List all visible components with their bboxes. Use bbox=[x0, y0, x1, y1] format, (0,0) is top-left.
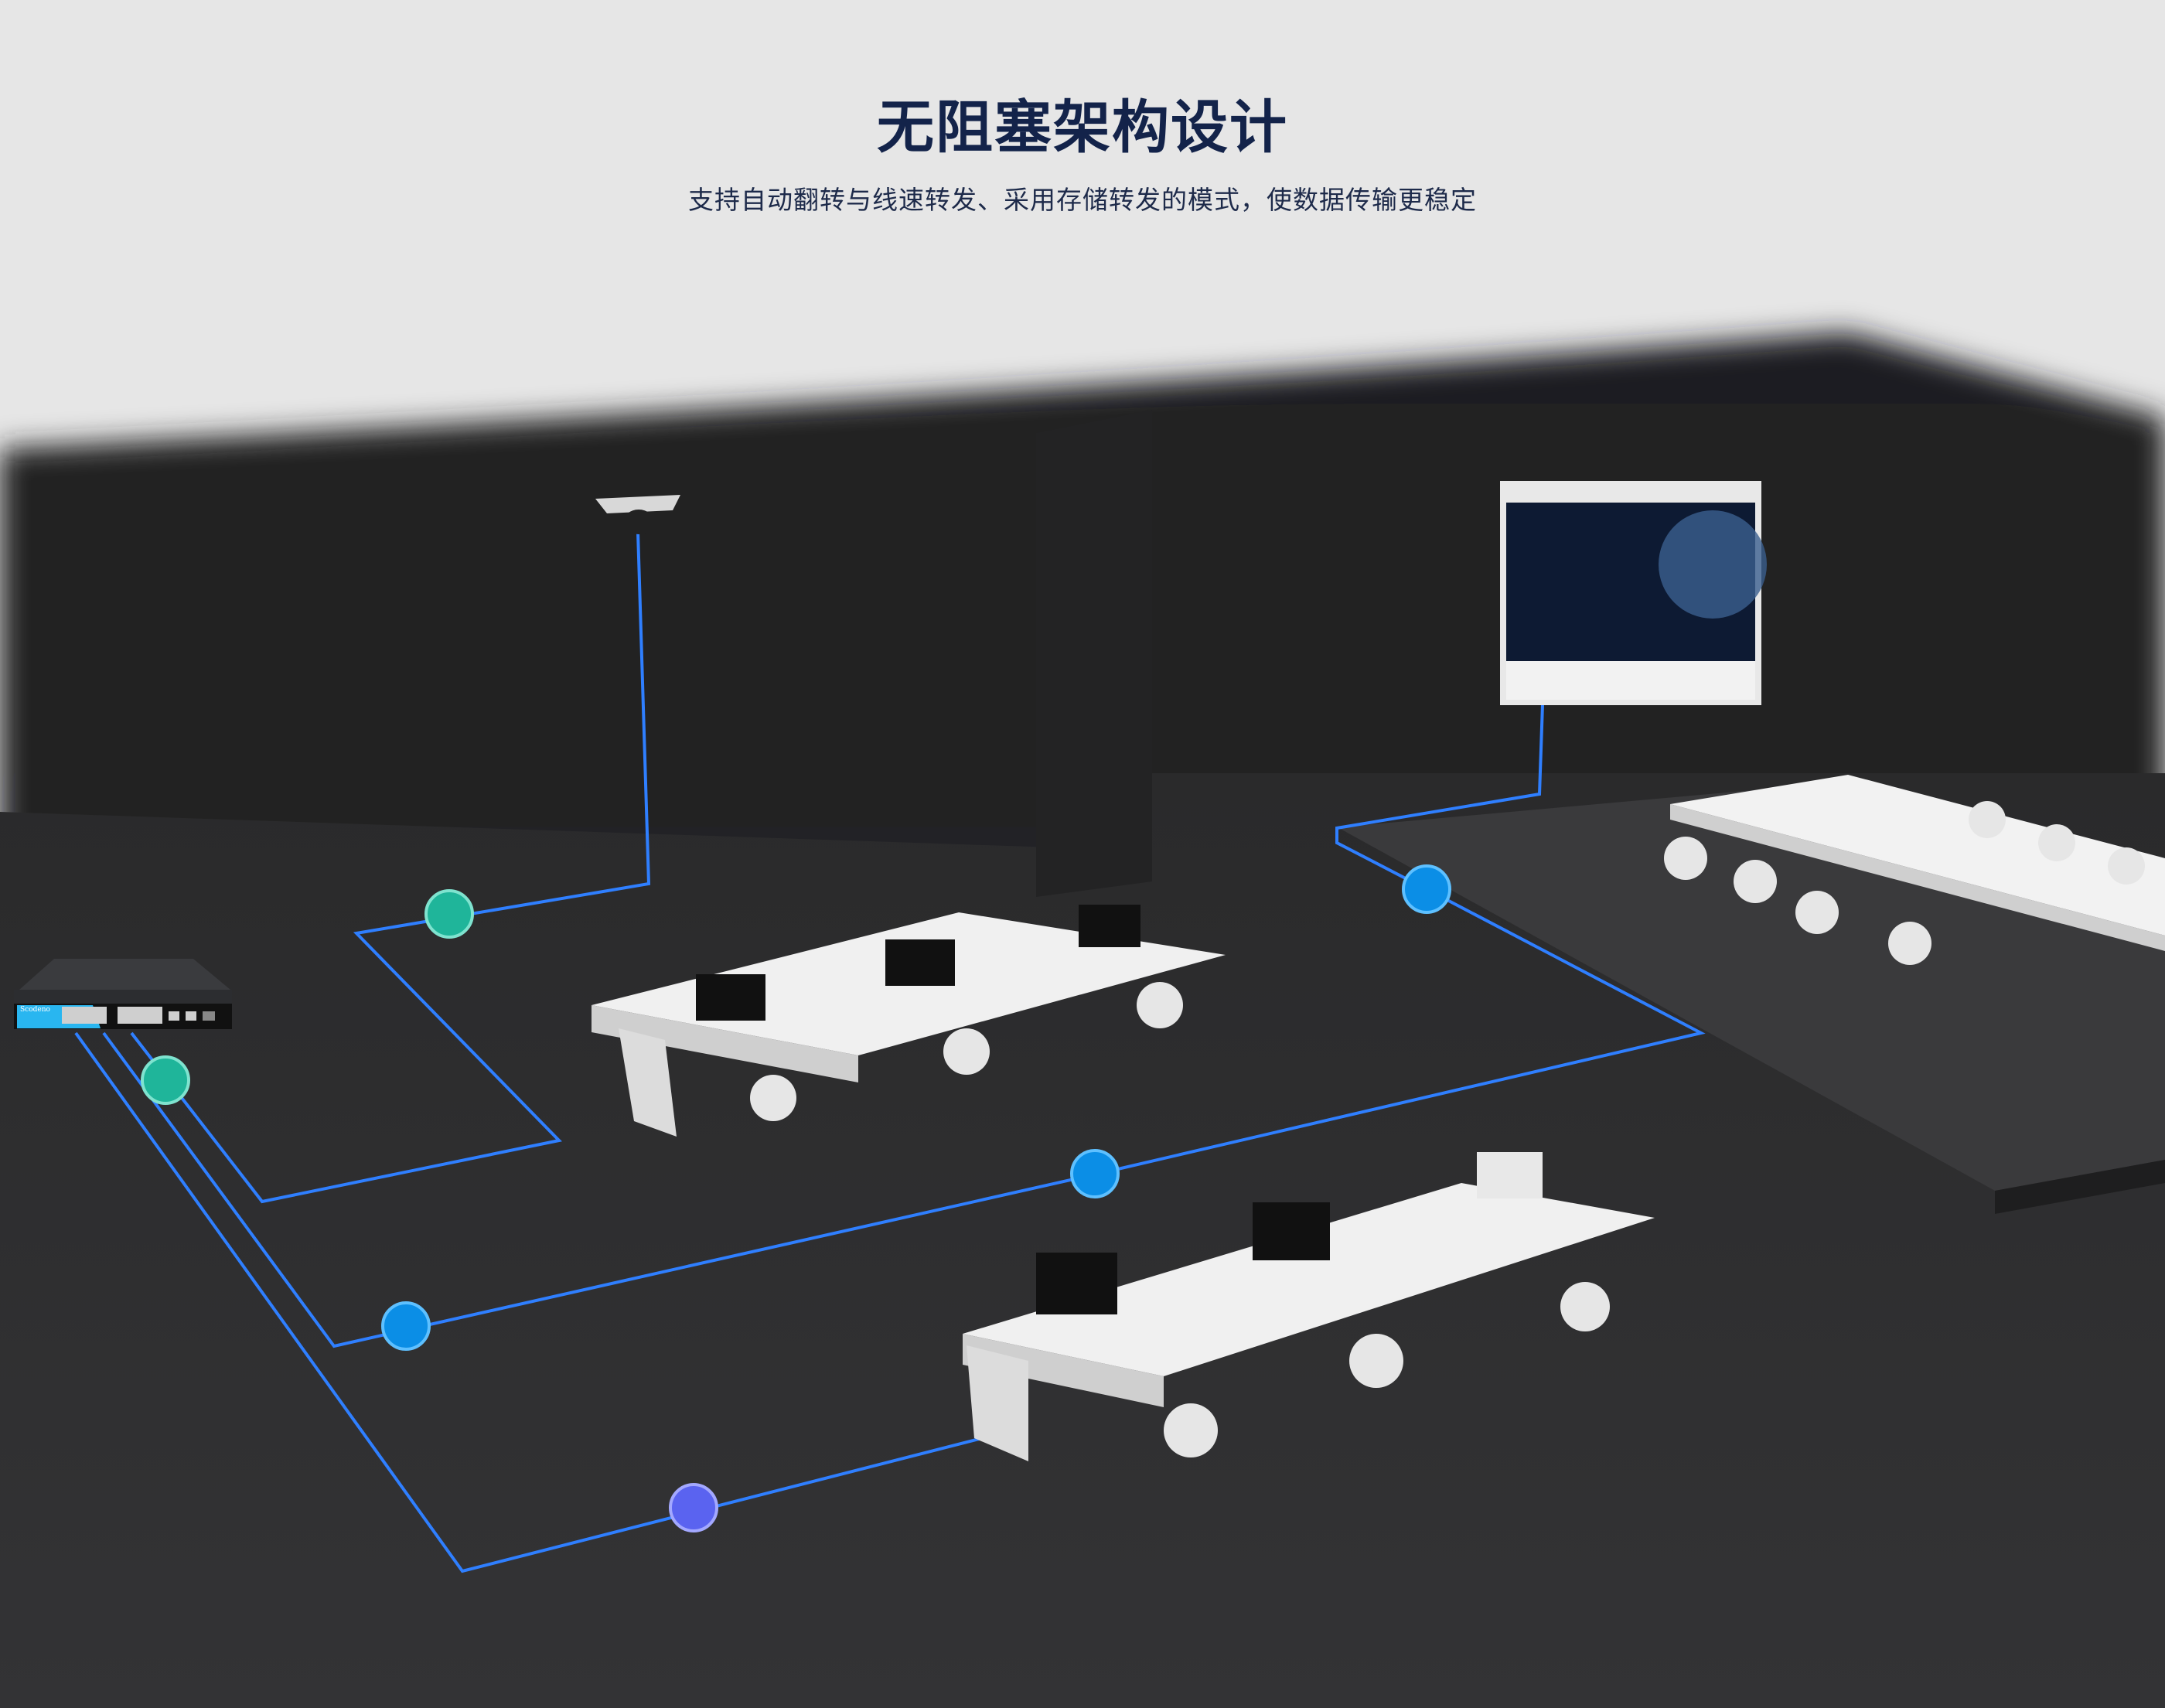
ceiling-camera bbox=[595, 495, 680, 534]
brand-logo: Scodeno bbox=[20, 1006, 50, 1014]
node-left bbox=[381, 1301, 431, 1351]
meeting-table bbox=[1664, 775, 2165, 965]
floor bbox=[0, 773, 2165, 1708]
cable-camera bbox=[130, 531, 651, 1204]
node-meeting bbox=[1402, 864, 1451, 914]
page-title: 无阻塞架构设计 bbox=[877, 94, 1288, 161]
node-workstation bbox=[669, 1483, 718, 1532]
office-desks-2 bbox=[963, 1152, 1655, 1461]
cable-workstation bbox=[74, 1031, 992, 1573]
platform-edge bbox=[1995, 1160, 2165, 1214]
network-switch: Scodeno bbox=[14, 959, 232, 1029]
node-switch bbox=[141, 1055, 190, 1105]
display-screen bbox=[1500, 481, 1767, 705]
connection-nodes bbox=[141, 864, 1451, 1532]
node-mid bbox=[1070, 1149, 1120, 1198]
office-desks-1 bbox=[592, 905, 1226, 1137]
partition-wall bbox=[1036, 410, 1152, 897]
page-subtitle: 支持自动翻转与线速转发、采用存储转发的模式，使数据传输更稳定 bbox=[688, 185, 1477, 215]
node-camera bbox=[424, 889, 474, 939]
